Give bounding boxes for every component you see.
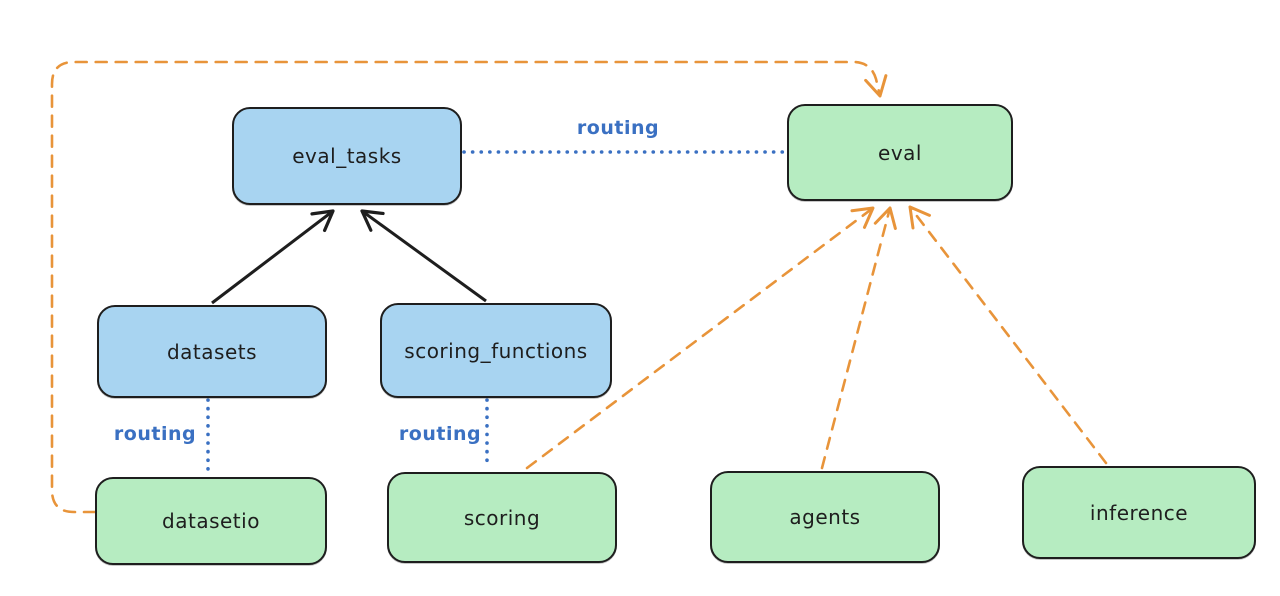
node-agents: agents bbox=[710, 471, 940, 563]
node-scoring-label: scoring bbox=[463, 505, 541, 530]
routing-label-scoring-functions-scoring: routing bbox=[398, 423, 482, 445]
edge-scoring_functions-to-eval_tasks bbox=[360, 209, 487, 303]
edge-agents-to-eval bbox=[820, 206, 897, 470]
node-inference: inference bbox=[1022, 466, 1256, 559]
node-agents-label: agents bbox=[789, 505, 861, 529]
node-inference-label: inference bbox=[1089, 500, 1189, 525]
routing-label-datasets-datasetio: routing bbox=[113, 423, 197, 445]
node-scoring-functions-label: scoring_functions bbox=[404, 338, 588, 363]
routing-label-eval-tasks-eval: routing bbox=[576, 117, 660, 139]
node-datasets: datasets bbox=[97, 305, 327, 398]
node-eval: eval bbox=[787, 104, 1013, 201]
node-scoring-functions: scoring_functions bbox=[380, 303, 612, 398]
node-datasetio-label: datasetio bbox=[162, 509, 260, 533]
node-datasetio: datasetio bbox=[95, 477, 327, 565]
edge-datasets-to-eval_tasks bbox=[211, 209, 335, 305]
node-eval-tasks: eval_tasks bbox=[232, 107, 462, 205]
edge-inference-to-eval bbox=[908, 205, 1108, 465]
node-scoring: scoring bbox=[387, 472, 617, 563]
node-datasets-label: datasets bbox=[166, 339, 258, 364]
node-eval-label: eval bbox=[878, 140, 922, 165]
node-eval-tasks-label: eval_tasks bbox=[292, 144, 402, 168]
